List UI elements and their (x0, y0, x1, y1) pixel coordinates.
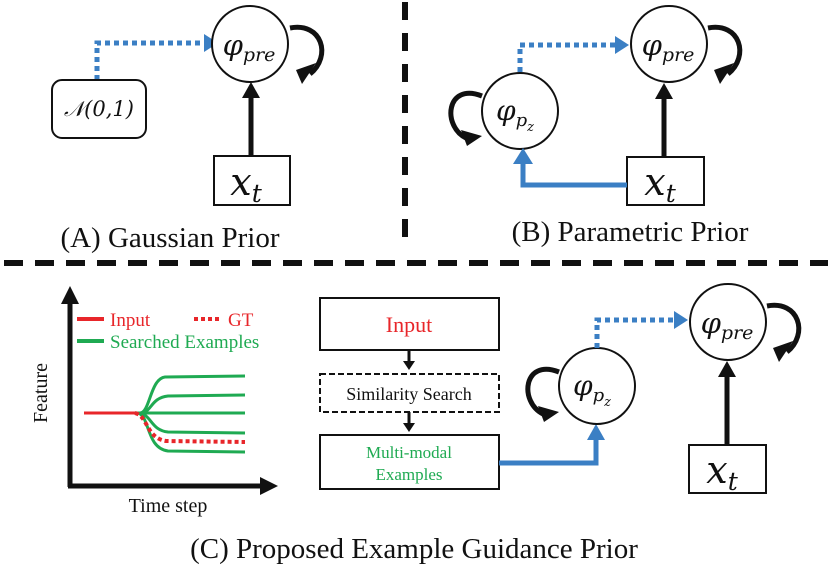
phi-pz-label-b: φpz (496, 94, 534, 135)
feature-plot: Feature Time step Input GT Searched Exam… (30, 286, 278, 517)
caption-c: (C) Proposed Example Guidance Prior (190, 533, 638, 565)
self-loop-c-left-head (538, 406, 559, 422)
caption-b: (B) Parametric Prior (512, 216, 749, 248)
noise-box (51, 79, 147, 139)
examples-to-pz-arrow (499, 438, 599, 466)
input-label-b: xt (644, 160, 676, 208)
examples-box (319, 434, 500, 490)
panel-c-prior-arrow (594, 317, 676, 348)
self-loop-a-head (296, 63, 316, 84)
plot-xlabel: Time step (129, 495, 208, 517)
input-box-c (688, 444, 767, 494)
panel-c-prior-arrowhead (674, 311, 688, 329)
panel-b-prior-arrowhead (615, 36, 629, 54)
self-loop-b-left-head (461, 130, 482, 146)
phi-pz-label-c: φpz (573, 369, 611, 410)
input-label-c: xt (706, 448, 738, 496)
examples-label-line1: Multi-modal (366, 443, 452, 462)
panel-b-prior-arrow (517, 42, 617, 72)
plot-ylabel: Feature (30, 363, 52, 423)
plot-y-axis-head (61, 286, 79, 304)
self-loop-c-left (525, 367, 560, 417)
arrowhead-search-to-examples (403, 423, 415, 432)
curve-searched-4 (84, 411, 246, 435)
panel-a-prior-arrowhead (204, 34, 218, 52)
panel-a: 𝒩(0,1) φpre xt (A) Gaussian Prior (51, 5, 325, 254)
self-loop-b-left (448, 91, 483, 141)
phi-pre-node-b (630, 5, 708, 83)
self-loop-b-right-head (714, 63, 734, 84)
self-loop-a (289, 24, 325, 76)
input-box (319, 297, 500, 351)
input-label-a: xt (230, 160, 262, 208)
arrowhead-input-to-search (403, 361, 415, 370)
phi-pre-node-a (211, 5, 289, 83)
phi-pre-label-b: φpre (642, 28, 695, 66)
input-arrowhead-a (242, 82, 260, 98)
input-box-label: Input (386, 312, 432, 337)
curve-gt (134, 411, 246, 444)
self-loop-c-right (766, 302, 802, 354)
input-to-pz-arrowhead-b (513, 148, 533, 164)
phi-pre-label-a: φpre (223, 28, 276, 66)
similarity-search-label: Similarity Search (346, 384, 471, 404)
legend-gt-label: GT (228, 310, 254, 331)
legend-input-label: Input (110, 310, 151, 331)
input-to-pz-arrow-b (520, 162, 627, 188)
panel-c: Feature Time step Input GT Searched Exam… (30, 283, 802, 565)
curve-searched-2 (84, 393, 246, 415)
plot-x-axis-head (260, 477, 278, 495)
self-loop-c-right-head (773, 341, 793, 362)
examples-to-pz-arrowhead (587, 424, 605, 440)
caption-a: (A) Gaussian Prior (60, 222, 279, 254)
input-arrowhead-c (718, 361, 736, 377)
examples-label-line2: Examples (375, 465, 442, 484)
input-arrowhead-b (655, 83, 673, 99)
phi-pz-node-b (481, 72, 559, 150)
phi-pre-node-c (689, 283, 767, 361)
noise-label: 𝒩(0,1) (64, 97, 134, 121)
legend-searched-label: Searched Examples (110, 332, 259, 353)
panel-b: φpz φpre xt (B) Parametric Prior (448, 5, 749, 248)
self-loop-b-right (707, 24, 743, 76)
panel-a-prior-arrow (94, 40, 206, 80)
phi-pre-label-c: φpre (701, 306, 754, 344)
